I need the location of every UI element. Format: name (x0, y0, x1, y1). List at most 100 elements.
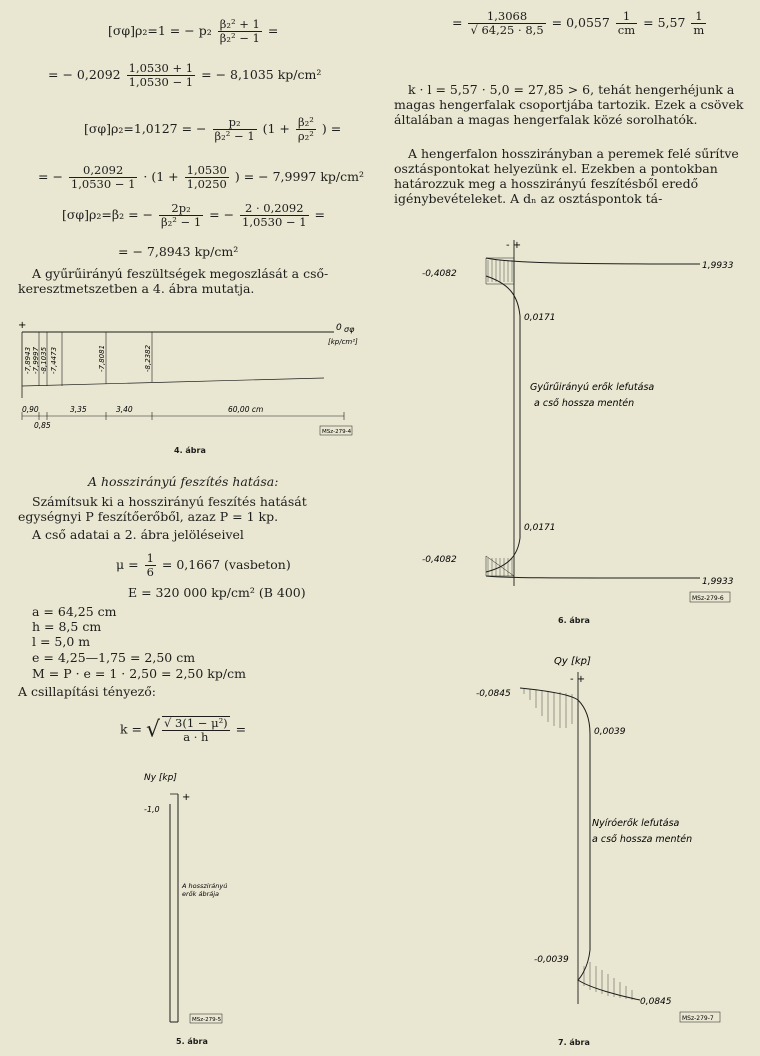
fig7-mid-top: 0,0039 (594, 727, 626, 737)
fig7-label-2: a cső hossza mentén (592, 834, 692, 845)
paragraph-ring-stress: A gyűrűirányú feszültségek megoszlását a… (18, 266, 329, 296)
eq7-u2d: m (693, 23, 705, 37)
mu-num: 1 (144, 551, 156, 566)
eq3-tail: ) = (321, 121, 342, 136)
fig7-top-curve (519, 687, 591, 746)
fig5-minus-one: -1,0 (144, 805, 160, 814)
equation-result-3: = − 7,8943 kp/cm² (118, 244, 239, 259)
eq7-pre: = (452, 15, 463, 30)
eq1-tail: = (267, 23, 279, 38)
fig5-plus: + (182, 792, 190, 803)
fig4-stamp: MSz-279-4 (322, 429, 352, 435)
eq4-pden: 1,0250 (186, 177, 227, 191)
l-line: l = 5,0 m (32, 634, 91, 649)
eq5-den1: β₂² − 1 (161, 215, 202, 229)
eq2-result: = − 8,1035 kp/cm² (201, 67, 322, 82)
fig6-label-1: Gyűrűirányú erők lefutása (530, 382, 654, 393)
fig6-bot-curve (485, 575, 701, 579)
fig6-top-pos: 1,9933 (702, 261, 734, 271)
eq2-den: 1,0530 − 1 (128, 75, 194, 89)
paragraph-division-points: A hengerfalon hosszirányban a peremek fe… (394, 146, 739, 206)
eq5-lhs: [σφ]ρ₂=β₂ = − (62, 207, 154, 222)
fig6-stamp-box (689, 591, 731, 603)
e-line: e = 4,25—1,75 = 2,50 cm (32, 650, 196, 665)
fig4-value-5: -7,8081 (98, 345, 106, 372)
eq4-result: ) = − 7,9997 kp/cm² (234, 169, 364, 184)
fig7-axis-label: Qy [kp] (554, 656, 591, 667)
eq3-lhs: [σφ]ρ₂=1,0127 = − (84, 121, 207, 136)
fig7-bot-curve (577, 949, 641, 1001)
fig6-top-decay (485, 275, 521, 332)
h-line: h = 8,5 cm (32, 619, 102, 634)
eq1-den: β₂² − 1 (219, 31, 260, 45)
fig6-bot-decay (485, 522, 521, 573)
eq7-u2n: 1 (691, 10, 707, 24)
fig6-bot-neg: -0,4082 (422, 555, 457, 565)
k-tail: = (235, 721, 247, 737)
eq2-pre: = − 0,2092 (48, 67, 121, 82)
figure-4-diagram: + 0 σφ [kp/cm²] -7,8943 -7,9997 -8,1035 … (18, 320, 358, 436)
eq5-den2: 1,0530 − 1 (242, 215, 307, 229)
figure-6-diagram: - + -0,4082 1,9933 0,0171 Gyűrűirányú er… (422, 240, 734, 603)
paragraph-unit-force: Számítsuk ki a hosszirányú feszítés hatá… (18, 494, 307, 524)
fig4-sigma: σφ (344, 325, 355, 334)
eq5-num2: 2 · 0,2092 (240, 202, 309, 216)
eq5-tail: = (314, 207, 326, 222)
eq1-lhs: [σφ]ρ₂=1 = − p₂ (108, 23, 212, 38)
paragraph-kl: k · l = 5,57 · 5,0 = 27,85 > 6, tehát he… (394, 82, 744, 127)
fig7-top-neg: -0,0845 (476, 689, 511, 699)
fig5-label-2: erők ábrája (182, 889, 219, 898)
E-line: E = 320 000 kp/cm² (B 400) (128, 585, 306, 600)
eq3-num: p₂ (212, 116, 257, 130)
eq3-den: β₂² − 1 (214, 129, 255, 143)
eq3-pnum: β₂² (295, 116, 316, 130)
eq7-result: = 0,0557 (551, 15, 610, 30)
fig4-value-2: -7,9997 (32, 346, 40, 374)
eq7-num: 1,3068 (468, 10, 546, 24)
eq2-num: 1,0530 + 1 (126, 61, 196, 76)
fig5-stamp-box (189, 1013, 223, 1024)
fig4-dim-2: 0,85 (34, 421, 51, 430)
fig7-label-1: Nyíróerők lefutása (592, 818, 680, 829)
fig6-hatching (487, 260, 513, 576)
figure-5-caption: 5. ábra (176, 1037, 208, 1046)
k-fraction: √ 3(1 − μ²)a · h (162, 716, 230, 744)
fig4-value-1: -7,8943 (24, 347, 32, 374)
eq7-u1d: cm (617, 23, 636, 37)
k-formula: k = √√ 3(1 − μ²)a · h = (120, 716, 246, 744)
eq4-mid: · (1 + (143, 169, 179, 184)
fig7-stamp: MSz-279-7 (682, 1015, 714, 1022)
a-line: a = 64,25 cm (32, 604, 117, 619)
fig5-stamp: MSz-279-5 (192, 1017, 222, 1023)
eq4-pnum: 1,0530 (184, 163, 229, 178)
fig4-dim-3: 3,35 (70, 405, 87, 414)
fig6-top-neg: -0,4082 (422, 269, 457, 279)
eq3-pden: ρ₂² (297, 129, 314, 143)
eq4-den: 1,0530 − 1 (70, 177, 136, 191)
fig4-unit: [kp/cm²] (328, 338, 358, 346)
fig4-value-4: -7,4473 (50, 347, 58, 374)
eq1-num: β₂² + 1 (217, 17, 262, 32)
eq7-mid: = 5,57 (643, 15, 686, 30)
eq5-num1: 2p₂ (159, 202, 204, 216)
eq4-num: 0,2092 (68, 164, 138, 178)
fig6-bot-pos: 1,9933 (702, 577, 734, 587)
k-radical: √ (146, 717, 161, 743)
fig6-top-curve (485, 257, 701, 265)
